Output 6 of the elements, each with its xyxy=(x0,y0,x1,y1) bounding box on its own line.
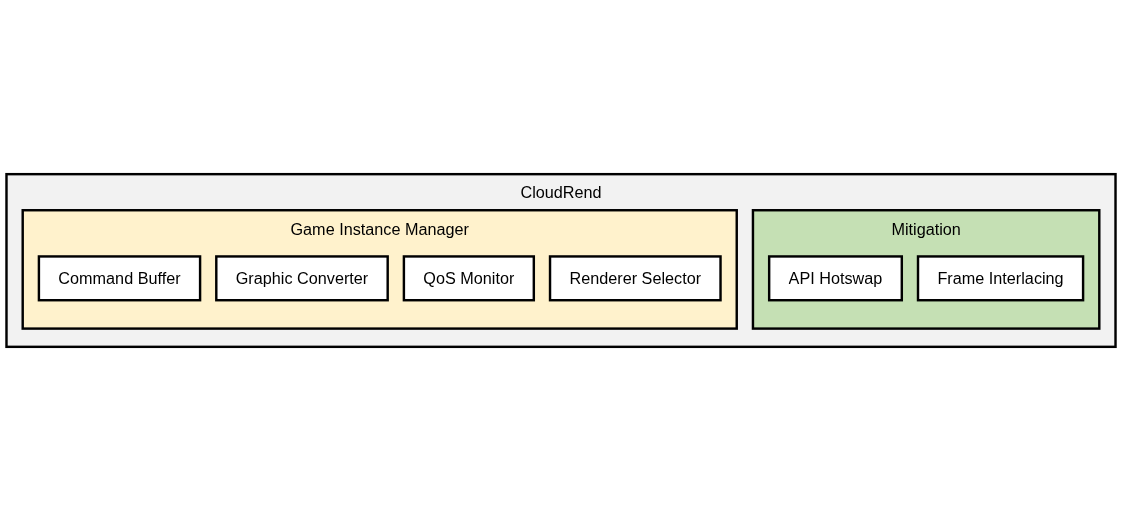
node-box: Command Buffer xyxy=(37,255,202,302)
node-box: Graphic Converter xyxy=(215,255,389,302)
node-box: Renderer Selector xyxy=(548,255,722,302)
node-box: API Hotswap xyxy=(767,255,903,302)
node-box: Frame Interlacing xyxy=(916,255,1085,302)
node-box: QoS Monitor xyxy=(402,255,536,302)
